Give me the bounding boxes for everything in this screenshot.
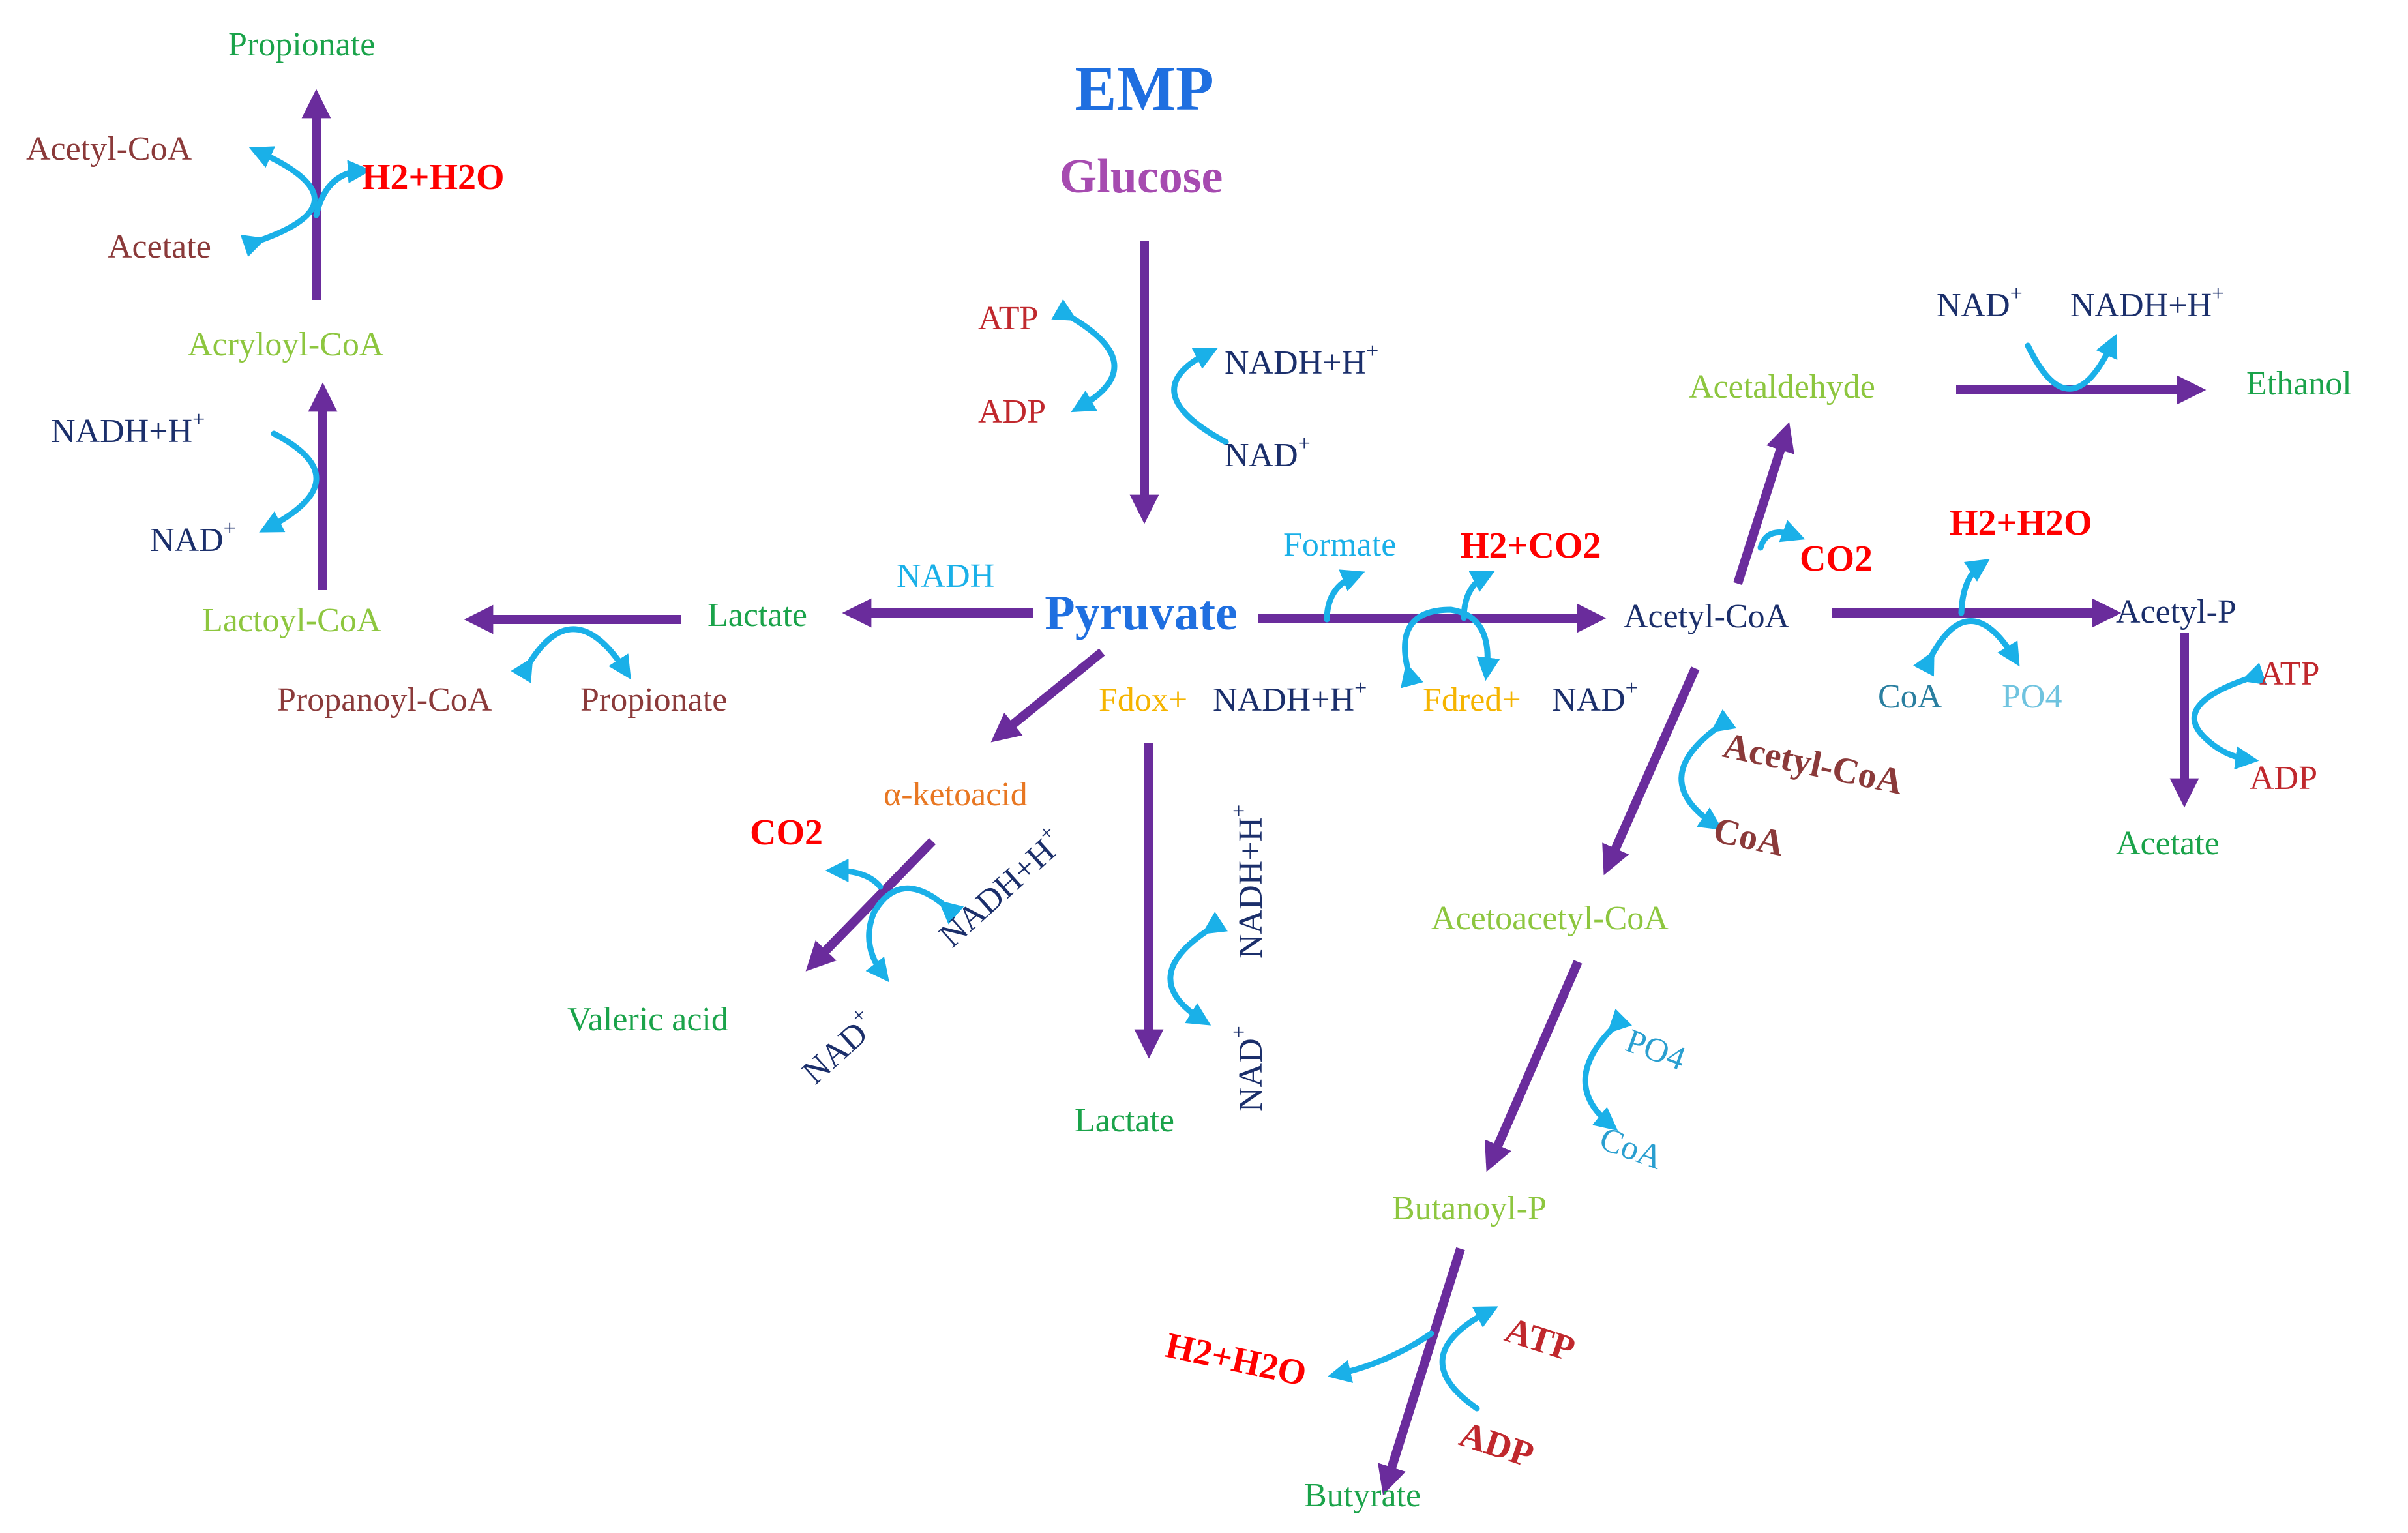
label-ketoacid: α-ketoacid [884, 776, 1028, 813]
label-lactoyl-coa: Lactoyl-CoA [202, 602, 381, 639]
label-glucose: Glucose [1060, 150, 1223, 203]
label-h2-h2o-top: H2+H2O [362, 157, 505, 198]
cofactor-arrow-nadh-nad-lower [1167, 912, 1228, 1026]
label-po4-right: PO4 [2002, 678, 2062, 715]
label-acetate-right: Acetate [2116, 825, 2220, 862]
label-propionate-in: Propionate [580, 681, 727, 719]
label-nadh-valeric: NADH+H+ [929, 820, 1072, 955]
label-acryloyl-coa: Acryloyl-CoA [188, 326, 384, 363]
cofactor-arrow-co2-ethanol [1757, 520, 1806, 551]
cofactor-arrow-h2h2o-top [313, 160, 372, 218]
label-acetyl-coa-central: Acetyl-CoA [1624, 598, 1790, 635]
cofactor-arrow-fd [1401, 606, 1500, 689]
label-coa-right: CoA [1878, 678, 1942, 715]
label-emp-adp: ADP [978, 393, 1046, 430]
cofactor-arrow-nadh-nad-left [259, 430, 320, 533]
label-atp-right: ATP [2259, 655, 2319, 692]
cofactor-arrow-co2-valeric [825, 859, 884, 890]
label-propionate-out: Propionate [228, 26, 375, 63]
label-nad-middle: NAD+ [1552, 676, 1638, 719]
label-atp-butyrate: ATP [1500, 1309, 1580, 1369]
title-emp: EMP [1075, 53, 1213, 123]
label-nad-left: NAD+ [150, 516, 236, 559]
label-formate: Formate [1283, 526, 1396, 563]
label-h2-h2o-butyrate: H2+H2O [1162, 1325, 1310, 1394]
label-lactate: Lactate [707, 597, 807, 634]
cofactor-arrow-formate [1324, 569, 1365, 623]
cofactor-arrow-adp-atp-butyrate [1439, 1306, 1498, 1412]
label-pyruvate: Pyruvate [1045, 586, 1237, 640]
label-acetoacetyl-coa: Acetoacetyl-CoA [1431, 900, 1669, 937]
label-acetaldehyde: Acetaldehyde [1689, 368, 1875, 406]
cofactor-arrow-atp-adp-acetate [2191, 662, 2267, 770]
label-butanoyl-p: Butanoyl-P [1392, 1190, 1547, 1227]
cofactor-arrow-nadh-nad-valeric [865, 885, 964, 983]
label-adp-right: ADP [2250, 760, 2317, 797]
label-acetyl-coa-top: Acetyl-CoA [26, 130, 192, 168]
label-h2-h2o-right: H2+H2O [1950, 503, 2092, 543]
cofactor-arrow-propanoyl [511, 626, 631, 683]
label-propanoyl-coa: Propanoyl-CoA [277, 681, 492, 719]
label-nad-ethanol: NAD+ [1937, 282, 2023, 324]
label-acetyl-p: Acetyl-P [2116, 593, 2237, 631]
cofactor-arrow-acetylcoa-acetate-top [240, 146, 318, 258]
label-nadh-left: NADH+H+ [51, 408, 205, 450]
label-ethanol: Ethanol [2246, 365, 2352, 402]
label-co2-ethanol: CO2 [1800, 539, 1873, 579]
label-h2-co2-middle: H2+CO2 [1461, 526, 1601, 566]
cofactor-arrow-coa-po4 [1913, 618, 2020, 677]
label-acetate-top: Acetate [108, 228, 211, 265]
label-nad-lower: NAD+ [1227, 1026, 1270, 1112]
label-butyrate: Butyrate [1304, 1477, 1421, 1514]
cofactor-arrow-acetylcoa-coa [1678, 709, 1737, 830]
label-nadh-ethanol: NADH+H+ [2070, 282, 2224, 324]
cofactor-arrow-h2h2o-butyrate [1327, 1330, 1434, 1383]
label-emp-nadh: NADH+H+ [1225, 339, 1378, 381]
label-coa2-butyrate: CoA [1595, 1120, 1668, 1177]
label-fdred: Fdred+ [1423, 681, 1521, 719]
arrow-pyruvate-ketoacid [990, 648, 1105, 743]
arrow-acetylcoa-acetoacetylcoa [1602, 666, 1700, 876]
label-po4-butyrate: PO4 [1621, 1022, 1690, 1078]
label-coa-butyrate: CoA [1710, 810, 1788, 864]
arrow-butanoylp-butyrate [1378, 1247, 1465, 1495]
cofactor-arrow-h2h2o-acetylp [1958, 559, 1990, 616]
arrow-acetoacetylcoa-butanoylp [1484, 960, 1583, 1172]
label-valeric-acid: Valeric acid [567, 1001, 728, 1038]
label-fdox: Fdox+ [1099, 681, 1187, 719]
cofactor-arrow-po4-coa [1582, 1008, 1633, 1131]
label-acetyl-coa-butyrate: Acetyl-CoA [1719, 725, 1907, 803]
label-emp-nad: NAD+ [1225, 432, 1311, 474]
label-nadh-middle: NADH+H+ [1213, 676, 1367, 719]
label-co2-valeric: CO2 [750, 812, 823, 853]
cofactor-arrow-atp-adp [1051, 299, 1118, 413]
cofactor-arrow-nad-nadh [1171, 348, 1229, 445]
label-adp-butyrate: ADP [1455, 1414, 1539, 1476]
label-nadh-lactate: NADH [897, 558, 994, 595]
label-lactate-lower: Lactate [1075, 1102, 1174, 1139]
arrow-acetylcoa-acetaldehyde [1733, 422, 1794, 586]
label-nad-valeric: NAD+ [792, 1002, 884, 1092]
label-nadh-lower: NADH+H+ [1227, 805, 1270, 959]
cofactor-arrow-h2co2 [1461, 571, 1495, 621]
label-emp-atp: ATP [978, 300, 1038, 337]
cofactor-arrow-nad-nadh-ethanol [2025, 333, 2118, 392]
